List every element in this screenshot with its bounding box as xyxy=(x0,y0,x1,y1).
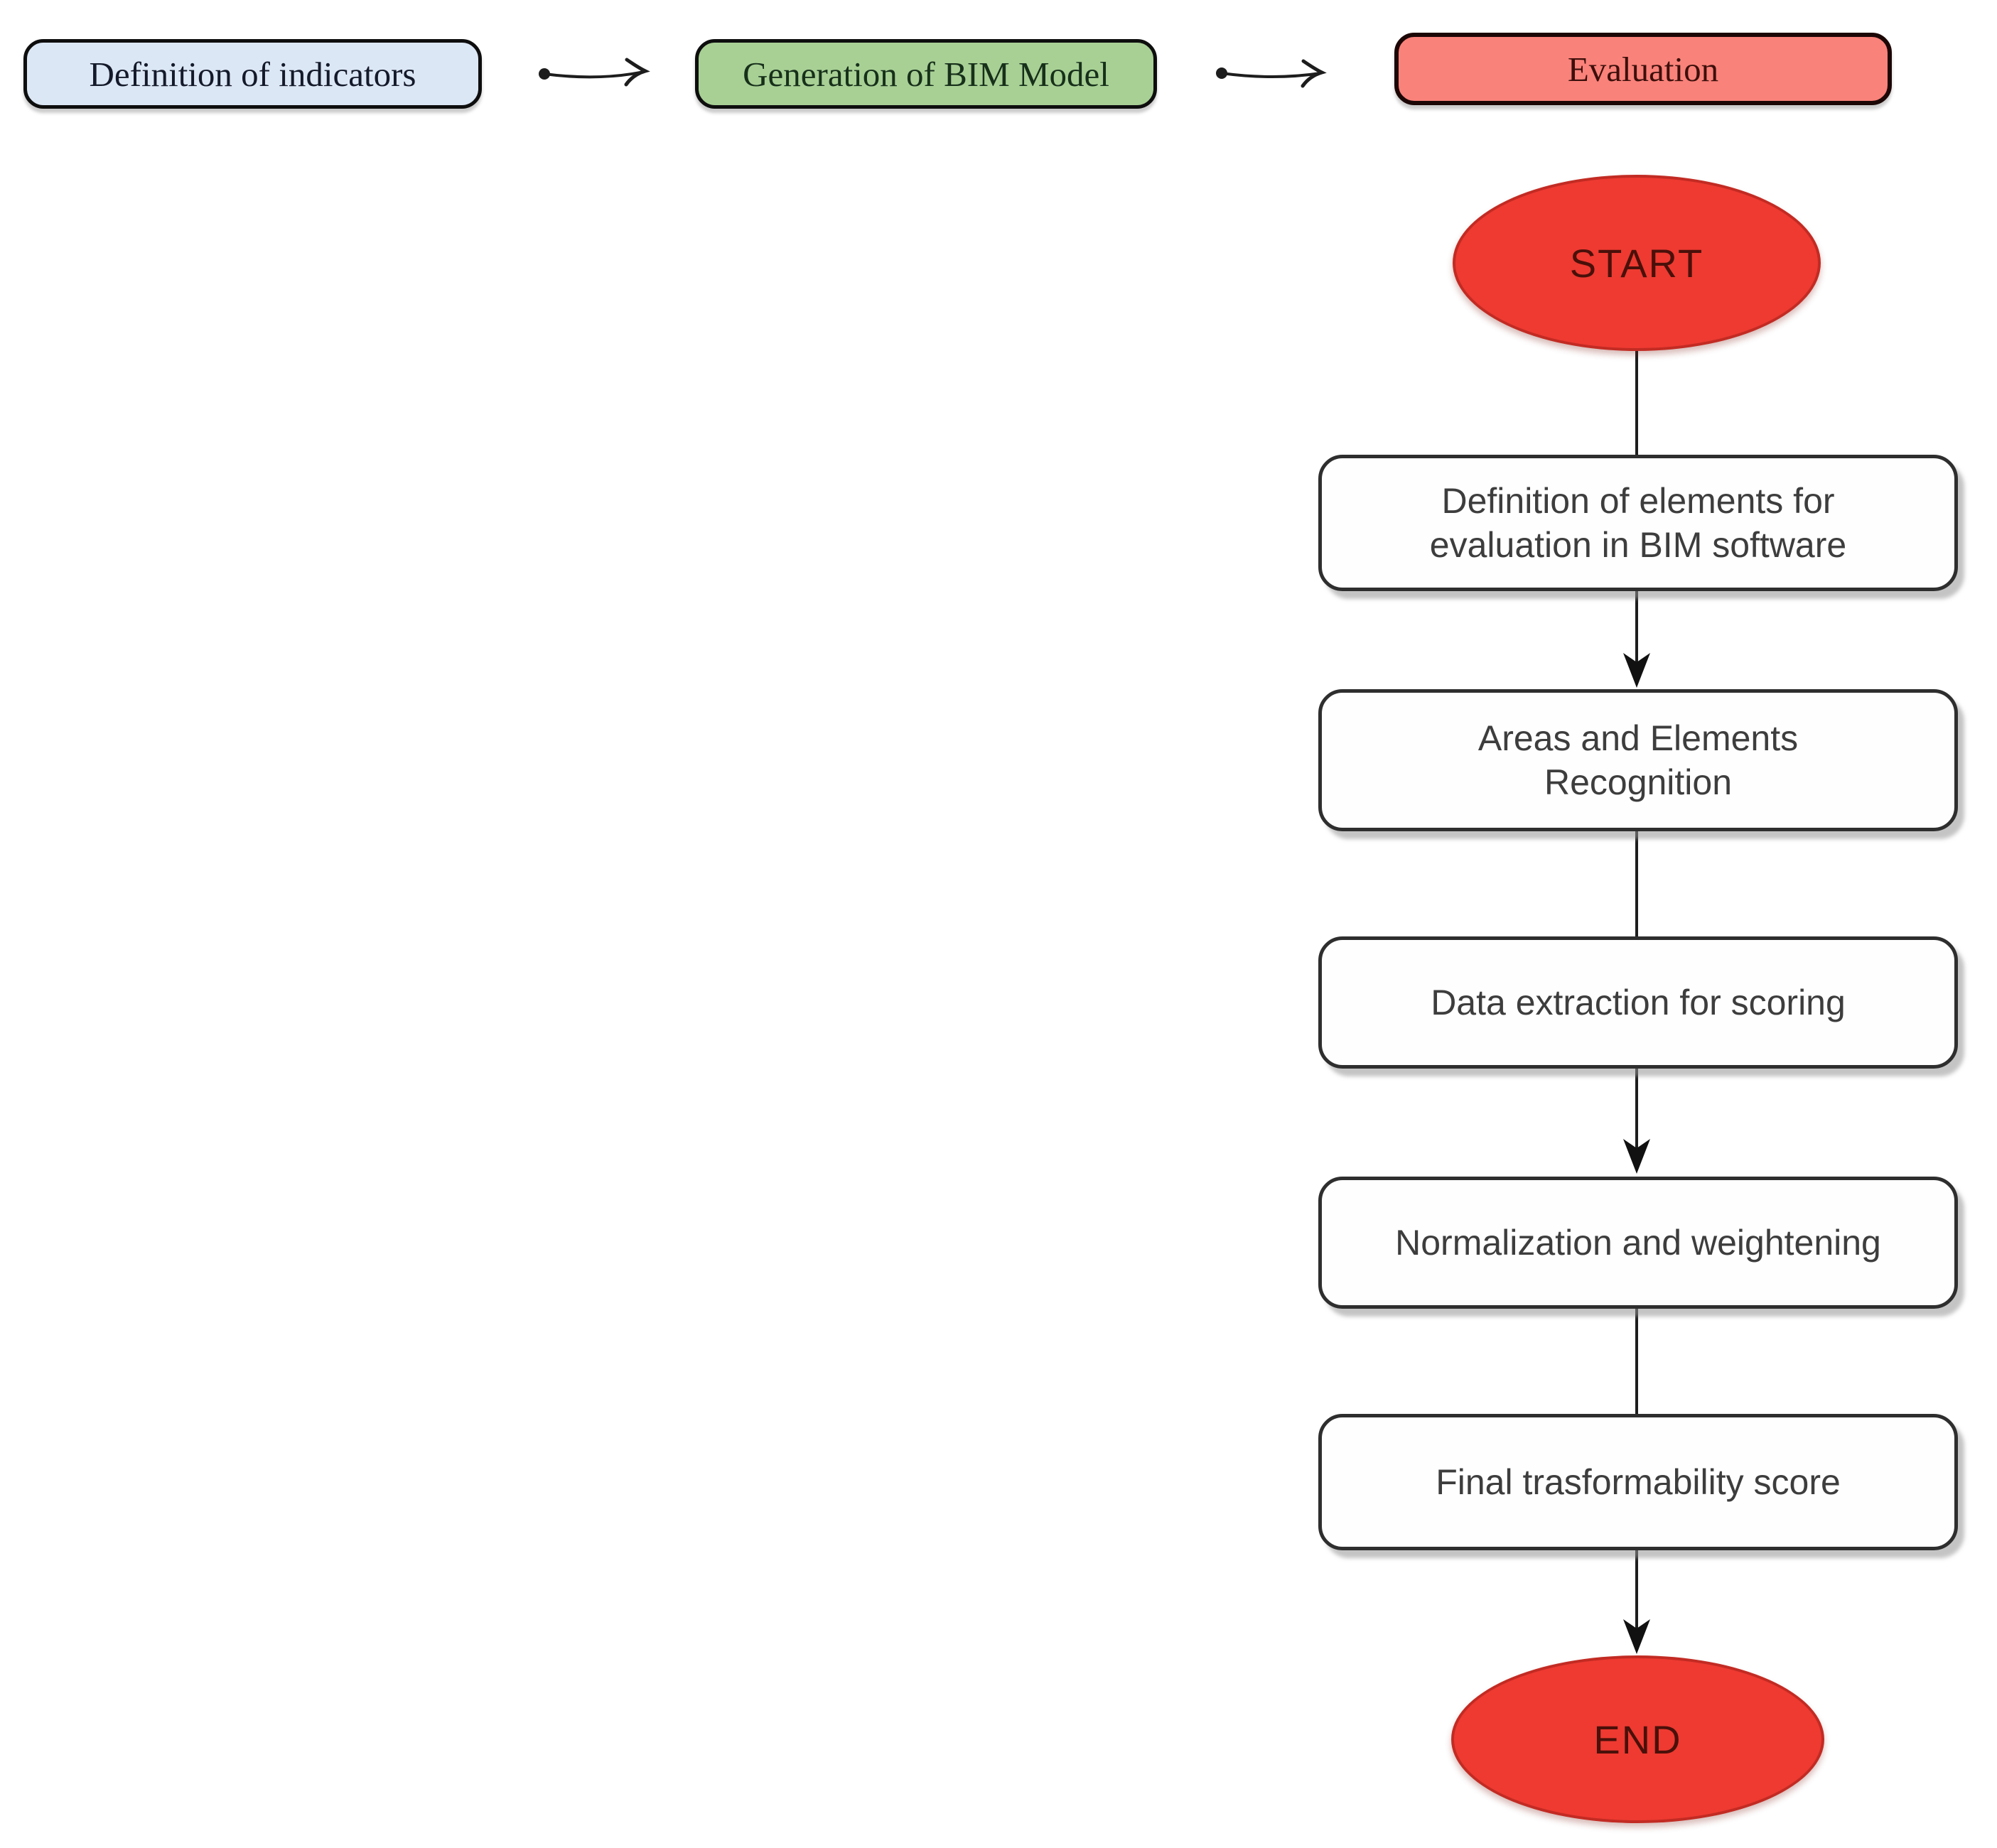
flow-step-data-extraction: Data extraction for scoring xyxy=(1318,936,1958,1069)
flow-step-definition-of-elements: Definition of elements for evaluation in… xyxy=(1318,455,1958,591)
stage-evaluation-label: Evaluation xyxy=(1567,49,1719,89)
stage-definition-of-indicators-label: Definition of indicators xyxy=(89,54,416,94)
connector-extraction-to-normalization xyxy=(1623,1069,1650,1174)
flow-step-final-trasformability-score: Final trasformability score xyxy=(1318,1414,1958,1550)
start-label: START xyxy=(1569,240,1704,286)
arrow-stage1-to-stage2 xyxy=(539,58,650,87)
stage-generation-of-bim-model: Generation of BIM Model xyxy=(695,39,1157,109)
stage-generation-of-bim-model-label: Generation of BIM Model xyxy=(743,54,1109,94)
flow-step-line: Data extraction for scoring xyxy=(1431,983,1846,1022)
connector-score-to-end xyxy=(1623,1550,1650,1654)
flow-step-line: Normalization and weightening xyxy=(1395,1223,1881,1263)
flow-step-normalization-weightening: Normalization and weightening xyxy=(1318,1177,1958,1309)
stage-evaluation: Evaluation xyxy=(1394,33,1892,105)
connector-definition-to-recognition xyxy=(1623,591,1650,688)
end-terminator: END xyxy=(1451,1655,1824,1823)
arrow-stage2-to-stage3 xyxy=(1216,59,1327,88)
stage-definition-of-indicators: Definition of indicators xyxy=(23,39,482,109)
start-terminator: START xyxy=(1453,175,1821,351)
flow-step-line: Final trasformability score xyxy=(1436,1462,1841,1502)
flow-step-line: Recognition xyxy=(1544,762,1733,802)
flow-step-line: Areas and Elements xyxy=(1477,718,1799,758)
flow-step-line: evaluation in BIM software xyxy=(1429,525,1847,565)
flow-step-line: Definition of elements for xyxy=(1441,481,1835,521)
end-label: END xyxy=(1593,1717,1682,1762)
flow-step-areas-elements-recognition: Areas and Elements Recognition xyxy=(1318,689,1958,831)
